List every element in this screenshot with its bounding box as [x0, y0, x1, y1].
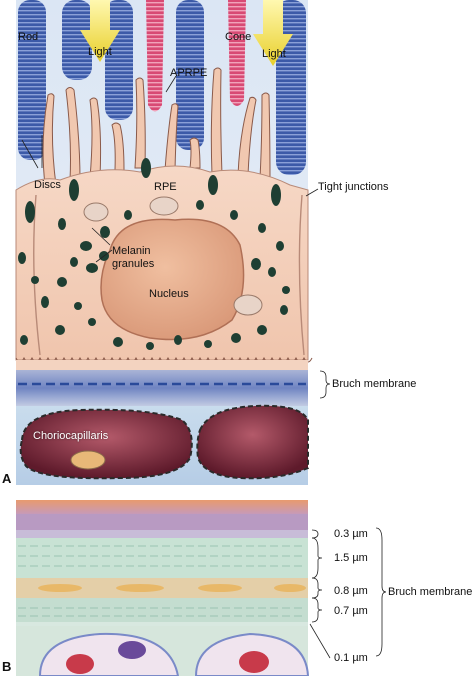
light-right-label: Light	[262, 48, 286, 60]
layer-1-5um	[16, 538, 308, 578]
layer-0-3um	[16, 530, 308, 538]
layer-label-1-5: 1.5 µm	[334, 552, 368, 564]
basal-band	[16, 360, 308, 370]
layer-label-0-1: 0.1 µm	[334, 652, 368, 664]
choriocapillaris-label: Choriocapillaris	[33, 430, 109, 442]
nucleus-shape	[100, 218, 245, 341]
layer-1-5um-fibers	[18, 545, 306, 567]
blood-cell	[70, 450, 106, 470]
melanin-label-line2: granules	[112, 258, 155, 270]
light-left-label: Light	[88, 46, 112, 58]
layer-label-0-8: 0.8 µm	[334, 585, 368, 597]
rod-label: Rod	[18, 31, 39, 43]
panel-b-top-layer	[16, 500, 308, 514]
layer-brackets	[309, 527, 387, 659]
mitochondria	[83, 196, 263, 316]
bruch-membrane-label-b: Bruch membrane	[388, 586, 473, 598]
bruch-membrane-band	[16, 370, 308, 406]
discs-label: Discs	[34, 179, 61, 191]
panel-b-rpe-base	[16, 514, 308, 530]
panel-b	[16, 500, 387, 676]
panel-b-red-cell-2	[239, 651, 269, 673]
rpe-label: RPE	[154, 181, 177, 193]
bruch-membrane-label-a: Bruch membrane	[332, 378, 417, 390]
layer-0-7um	[16, 598, 308, 622]
leader-lines	[21, 75, 331, 399]
elastic-fibers	[38, 584, 306, 592]
nucleus-label: Nucleus	[149, 288, 189, 300]
light-arrows	[80, 0, 293, 66]
panel-a	[15, 0, 331, 485]
aprpe-label: APRPE	[170, 67, 208, 79]
panel-a-letter: A	[2, 471, 12, 486]
melanin-label-line1: Melanin	[112, 245, 151, 257]
panel-b-nucleus-cell	[118, 641, 146, 659]
layer-0-1um	[16, 622, 308, 626]
capillary-left	[19, 408, 193, 480]
layer-label-0-7: 0.7 µm	[334, 605, 368, 617]
melanin-granules	[18, 158, 290, 350]
layer-0-7um-fibers	[18, 607, 306, 617]
apical-processes	[42, 67, 271, 186]
panel-b-red-cell-1	[66, 654, 94, 674]
panel-b-letter: B	[2, 659, 12, 674]
capillary-right	[196, 404, 309, 480]
cone-label: Cone	[225, 31, 252, 43]
layer-label-0-3: 0.3 µm	[334, 528, 368, 540]
tight-junctions-label: Tight junctions	[318, 181, 389, 193]
